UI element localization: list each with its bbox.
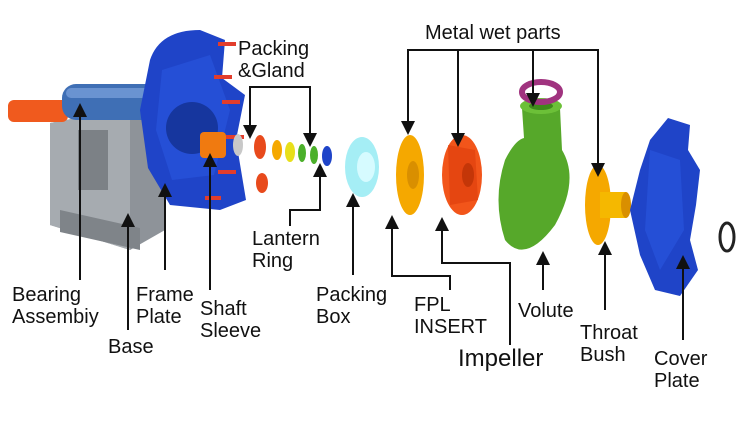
- label-packing-box: Packing Box: [316, 284, 388, 328]
- label-throat-bush: Throat Bush: [580, 322, 638, 366]
- label-base: Base: [108, 336, 154, 358]
- packing-box-part: [345, 137, 379, 197]
- shaft-sleeve-part: [200, 132, 243, 158]
- throat-bush-part: [585, 165, 631, 245]
- label-frame-plate: Frame Plate: [136, 284, 194, 328]
- label-metal-wet-parts: Metal wet parts: [425, 22, 561, 44]
- label-cover-plate: Cover Plate: [654, 348, 708, 392]
- fpl-insert-part: [396, 135, 424, 215]
- label-lantern-ring: Lantern Ring: [252, 228, 320, 272]
- impeller-part: [442, 135, 482, 215]
- label-shaft-sleeve: Shaft Sleeve: [200, 298, 262, 342]
- label-volute: Volute: [518, 300, 574, 322]
- o-ring-part: [718, 221, 736, 253]
- label-bearing-assembly: Bearing Assembiy: [12, 284, 99, 328]
- lantern-ring-part: [310, 146, 332, 166]
- label-fpl-insert: FPL INSERT: [414, 294, 487, 338]
- packing-gland-rings: [254, 135, 306, 193]
- bearing-assembly-part: [8, 84, 162, 122]
- cover-plate-part: [630, 118, 700, 296]
- leader-lines: [73, 49, 690, 345]
- label-impeller: Impeller: [458, 345, 544, 372]
- base-part: [50, 108, 165, 250]
- volute-part: [498, 79, 570, 250]
- label-packing-gland: Packing &Gland: [238, 38, 310, 82]
